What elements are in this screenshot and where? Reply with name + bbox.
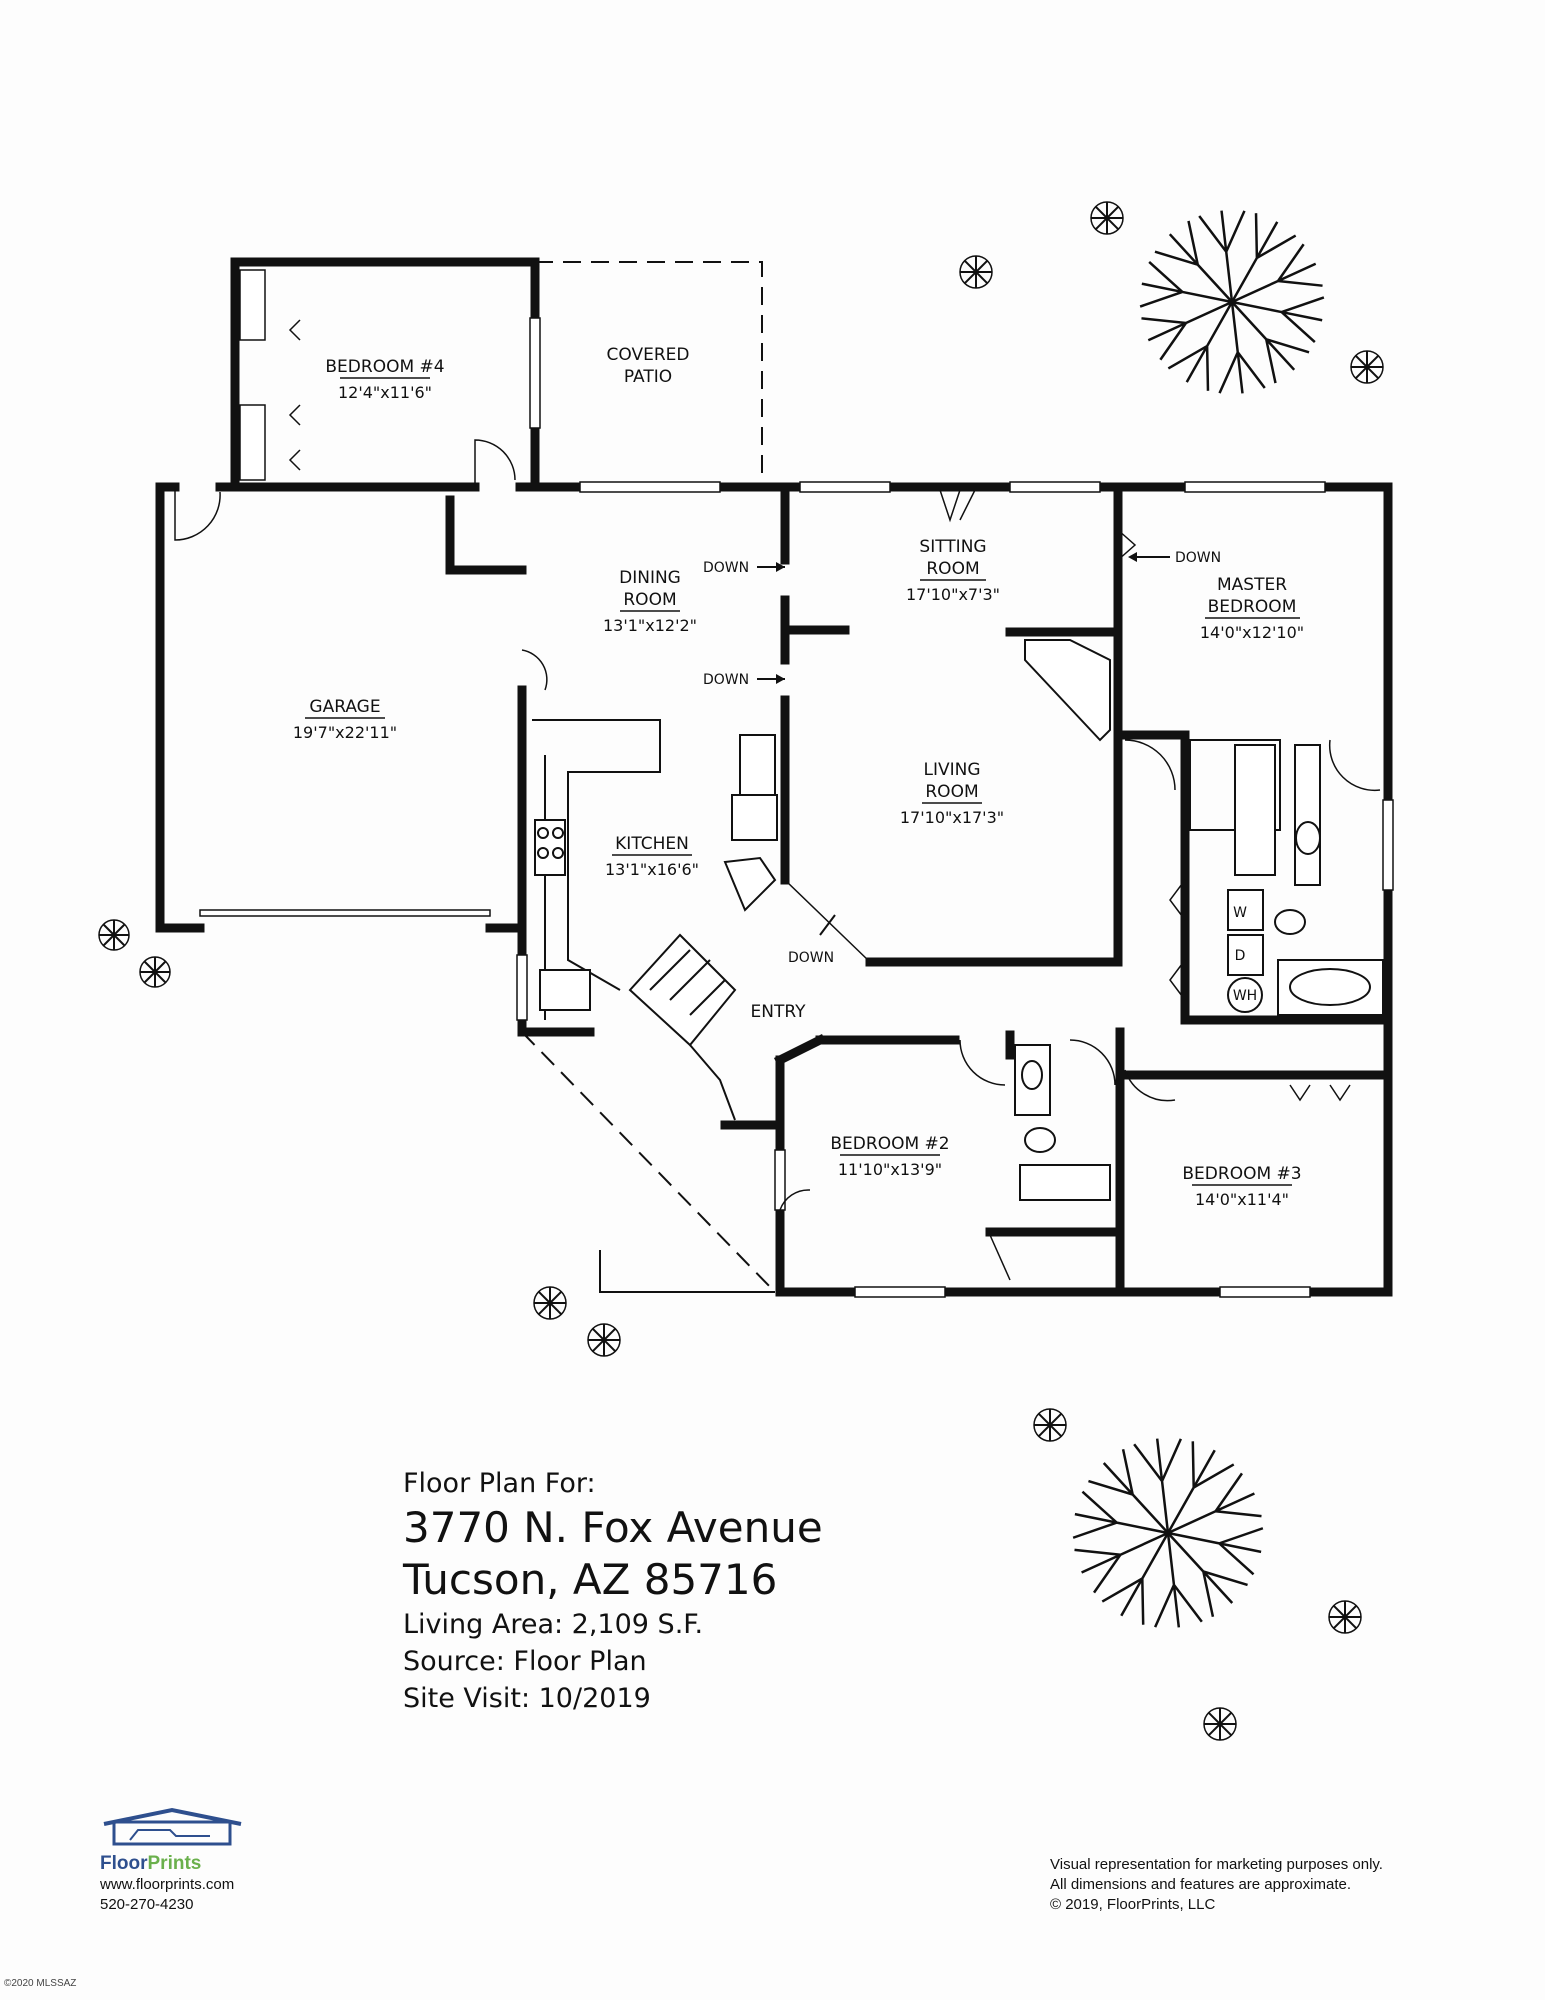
address-line-1: 3770 N. Fox Avenue — [403, 1503, 823, 1552]
bedroom3-label: BEDROOM #3 — [1182, 1164, 1301, 1184]
covered-patio-outline — [535, 261, 763, 487]
site-visit: Site Visit: 10/2019 — [403, 1683, 651, 1714]
step-annotations: DOWN DOWN DOWN DOWN W D WH — [703, 550, 1257, 1004]
shrub-icon — [139, 956, 171, 988]
shrub-icon — [1350, 350, 1384, 384]
sitting-label-1: SITTING — [919, 537, 986, 557]
dining-label-2: ROOM — [623, 590, 676, 610]
company-logo-block: FloorPrints www.floorprints.com 520-270-… — [100, 1806, 260, 1915]
disclaimer-line-3: © 2019, FloorPrints, LLC — [1050, 1896, 1216, 1913]
shrub-icon — [959, 255, 993, 289]
patio-label-1: COVERED — [607, 345, 690, 365]
garage-dims: 19'7"x22'11" — [293, 723, 397, 742]
room-labels: BEDROOM #4 12'4"x11'6" COVERED PATIO GAR… — [293, 345, 1304, 1209]
bedroom4-dims: 12'4"x11'6" — [338, 383, 432, 402]
shrub-icon — [1090, 201, 1124, 235]
tree-icon — [1072, 1438, 1264, 1628]
shrub-icon — [1203, 1707, 1237, 1741]
windows — [199, 269, 1394, 1298]
kitchen-dims: 13'1"x16'6" — [605, 860, 699, 879]
refrigerator — [739, 734, 776, 796]
shrub-icon — [1328, 1600, 1362, 1634]
door-swings — [174, 319, 1381, 1281]
kitchen-sink — [539, 969, 591, 1011]
entry-label: ENTRY — [751, 1002, 807, 1022]
shrub-icon — [587, 1323, 621, 1357]
stairs — [628, 933, 737, 1047]
house-logo-icon — [103, 1807, 242, 1846]
living-label-2: ROOM — [925, 782, 978, 802]
disclaimer: Visual representation for marketing purp… — [1050, 1855, 1383, 1915]
down-label-master: DOWN — [1175, 550, 1221, 566]
bedroom2-dims: 11'10"x13'9" — [838, 1160, 942, 1179]
down-label-kitchen: DOWN — [703, 672, 749, 688]
living-area: Living Area: 2,109 S.F. — [403, 1609, 704, 1640]
master-label-2: BEDROOM — [1208, 597, 1297, 617]
sitting-dims: 17'10"x7'3" — [906, 585, 1000, 604]
interior-walls — [445, 487, 1393, 1297]
info-heading: Floor Plan For: — [403, 1468, 596, 1499]
company-phone: 520-270-4230 — [100, 1896, 194, 1913]
washer-label: W — [1233, 905, 1247, 921]
disclaimer-line-1: Visual representation for marketing purp… — [1050, 1856, 1383, 1873]
kitchen-label: KITCHEN — [615, 834, 689, 854]
address-line-2: Tucson, AZ 85716 — [403, 1555, 778, 1604]
living-dims: 17'10"x17'3" — [900, 808, 1004, 827]
shrub-icon — [533, 1286, 567, 1320]
kitchen-fixtures — [532, 719, 778, 1121]
source: Source: Floor Plan — [403, 1646, 647, 1677]
dining-dims: 13'1"x12'2" — [603, 616, 697, 635]
mls-watermark: ©2020 MLSSAZ — [4, 1978, 77, 1989]
disclaimer-line-2: All dimensions and features are approxim… — [1050, 1876, 1351, 1893]
down-label-living: DOWN — [788, 950, 834, 966]
master-label-1: MASTER — [1217, 575, 1287, 595]
bedroom2-label: BEDROOM #2 — [830, 1134, 949, 1154]
garage-label: GARAGE — [309, 697, 380, 717]
brand-name: FloorPrints — [100, 1853, 202, 1874]
bedroom4-label: BEDROOM #4 — [325, 357, 444, 377]
entry-walkway — [521, 1031, 776, 1293]
dining-label-1: DINING — [619, 568, 681, 588]
company-website[interactable]: www.floorprints.com — [100, 1876, 235, 1893]
shrub-icon — [1033, 1408, 1067, 1442]
tree-icon — [1139, 210, 1325, 394]
shrub-icon — [98, 919, 130, 951]
property-info: Floor Plan For: 3770 N. Fox Avenue Tucso… — [403, 1465, 823, 1717]
down-label-dining: DOWN — [703, 560, 749, 576]
water-heater-label: WH — [1233, 988, 1257, 1004]
patio-label-2: PATIO — [624, 367, 672, 387]
dryer-label: D — [1235, 948, 1246, 964]
landscape-trees — [98, 201, 1384, 1741]
living-label-1: LIVING — [923, 760, 980, 780]
sitting-label-2: ROOM — [926, 559, 979, 579]
bedroom3-dims: 14'0"x11'4" — [1195, 1190, 1289, 1209]
bath-laundry-fixtures — [1014, 739, 1384, 1201]
master-dims: 14'0"x12'10" — [1200, 623, 1304, 642]
